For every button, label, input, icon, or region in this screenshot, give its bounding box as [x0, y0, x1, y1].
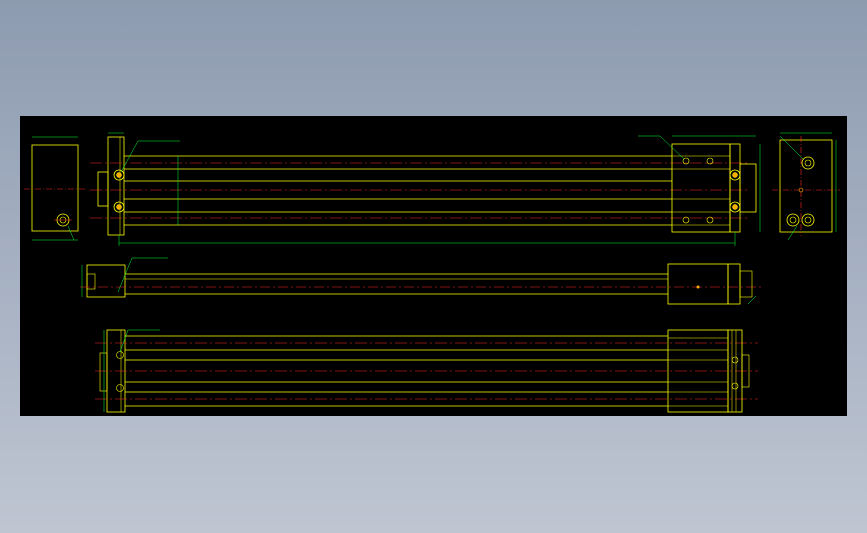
port-circle: [801, 156, 815, 170]
right-end-block: [671, 143, 731, 233]
port-circle: [731, 356, 739, 364]
leader-line: [120, 140, 139, 173]
port-circle-inner: [116, 204, 122, 210]
port-circle-inner: [732, 204, 738, 210]
left-end-view: [24, 136, 86, 241]
leader-line: [67, 225, 75, 241]
port-circle: [706, 157, 714, 165]
center-bore: [798, 187, 804, 193]
end-view-outline: [779, 139, 833, 233]
cylinder-drawing: [24, 132, 840, 413]
port-circle-inner: [789, 216, 797, 224]
port-circle: [113, 169, 125, 181]
port-circle: [786, 213, 800, 227]
right-end-view: [772, 132, 840, 241]
port-dot: [696, 285, 700, 289]
port-circle: [682, 157, 690, 165]
left-boss: [97, 171, 109, 207]
left-end-cap: [86, 264, 126, 298]
port-circle-inner: [804, 159, 812, 167]
end-view-outline: [31, 144, 79, 232]
bottom-view: [95, 329, 758, 413]
port-circle-inner: [116, 172, 122, 178]
port-circle: [729, 169, 741, 181]
port-circle: [731, 382, 739, 390]
front-view: [80, 257, 762, 305]
right-boss: [739, 270, 753, 298]
drawing-canvas[interactable]: [20, 116, 847, 416]
port-circle-inner: [804, 216, 812, 224]
right-end-cap: [727, 263, 741, 305]
left-end-cap: [107, 136, 125, 236]
top-view: [90, 132, 761, 246]
port-circle: [116, 351, 124, 359]
port-circle: [113, 201, 125, 213]
leader-line: [787, 225, 798, 241]
port-circle: [682, 216, 690, 224]
left-boss: [86, 273, 96, 290]
port-circle: [729, 201, 741, 213]
port-circle: [801, 213, 815, 227]
port-circle: [706, 216, 714, 224]
right-boss: [739, 163, 757, 213]
leader-line: [659, 135, 685, 160]
right-end-cap: [729, 143, 741, 233]
dimension-line: [747, 295, 757, 305]
leader-line: [779, 135, 804, 160]
leader-line: [119, 329, 129, 353]
right-end-block: [667, 263, 729, 305]
left-boss: [99, 352, 108, 392]
port-circle: [116, 384, 124, 392]
leader-line: [117, 257, 133, 293]
right-boss: [741, 354, 750, 388]
port-circle-inner: [732, 172, 738, 178]
